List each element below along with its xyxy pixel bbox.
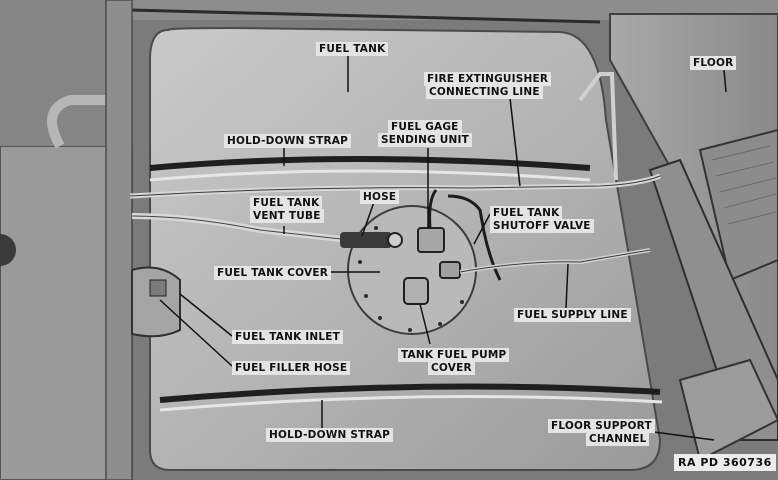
hold-down-strap-bottom-edge (159, 395, 663, 412)
fire-extinguisher-riser (578, 72, 618, 181)
floor-step (698, 128, 778, 282)
leader-lines (159, 56, 727, 441)
filler-hose-clamp (149, 279, 167, 297)
gage-wire (428, 189, 438, 229)
label-fuel-gage-line-2: SENDING UNIT (378, 133, 472, 147)
label-fuel-gage-line-1: FUEL GAGE (388, 120, 462, 134)
fire-extinguisher-line-edge (129, 175, 661, 197)
vertical-pipe (105, 0, 133, 480)
hose-fitting (340, 232, 392, 248)
label-fuel-supply-line: FUEL SUPPLY LINE (514, 308, 631, 322)
hold-down-strap-top-shape (149, 156, 591, 171)
fuel-gage-sending-unit-shape (417, 227, 445, 253)
floor-support-bracket (678, 358, 778, 462)
top-cable (129, 8, 601, 24)
label-shutoff-line-1: FUEL TANK (490, 206, 563, 220)
label-floor-support-line-1: FLOOR SUPPORT (548, 419, 655, 433)
left-handle (47, 95, 110, 149)
shutoff-valve-body (439, 261, 461, 279)
label-floor: FLOOR (690, 56, 737, 70)
label-fire-extinguisher-line-1: FIRE EXTINGUISHER (424, 72, 552, 86)
label-hose: HOSE (360, 190, 400, 204)
label-fuel-tank: FUEL TANK (316, 42, 389, 56)
label-vent-tube-line-1: FUEL TANK (250, 196, 323, 210)
label-hold-down-strap-top: HOLD-DOWN STRAP (224, 134, 351, 148)
label-pump-cover-line-1: TANK FUEL PUMP (398, 348, 510, 362)
vent-tube-edge (131, 215, 351, 241)
label-vent-tube-line-2: VENT TUBE (250, 209, 324, 223)
label-shutoff-line-2: SHUTOFF VALVE (490, 219, 594, 233)
fuel-supply-line-edge (459, 249, 651, 273)
tank-fuel-pump-cover-shape (403, 277, 429, 305)
hold-down-strap-bottom-shape (159, 383, 661, 403)
left-panel-hole (0, 234, 16, 266)
label-fuel-filler-hose: FUEL FILLER HOSE (232, 361, 351, 375)
label-fuel-tank-inlet: FUEL TANK INLET (232, 330, 343, 344)
hold-down-strap-top-edge (149, 169, 591, 182)
top-rail (0, 0, 778, 20)
label-floor-support-line-2: CHANNEL (586, 432, 650, 446)
fuel-tank-inlet-shape (131, 266, 181, 338)
label-fire-extinguisher-line-2: CONNECTING LINE (426, 85, 543, 99)
diamond-plate-pattern (711, 145, 777, 225)
label-hold-down-strap-bottom: HOLD-DOWN STRAP (266, 428, 393, 442)
figure-id: RA PD 360736 (674, 454, 776, 471)
label-pump-cover-line-2: COVER (428, 361, 475, 375)
label-fuel-tank-cover: FUEL TANK COVER (214, 266, 332, 280)
cover-bolts (358, 226, 472, 332)
hose-clamp (387, 232, 403, 248)
